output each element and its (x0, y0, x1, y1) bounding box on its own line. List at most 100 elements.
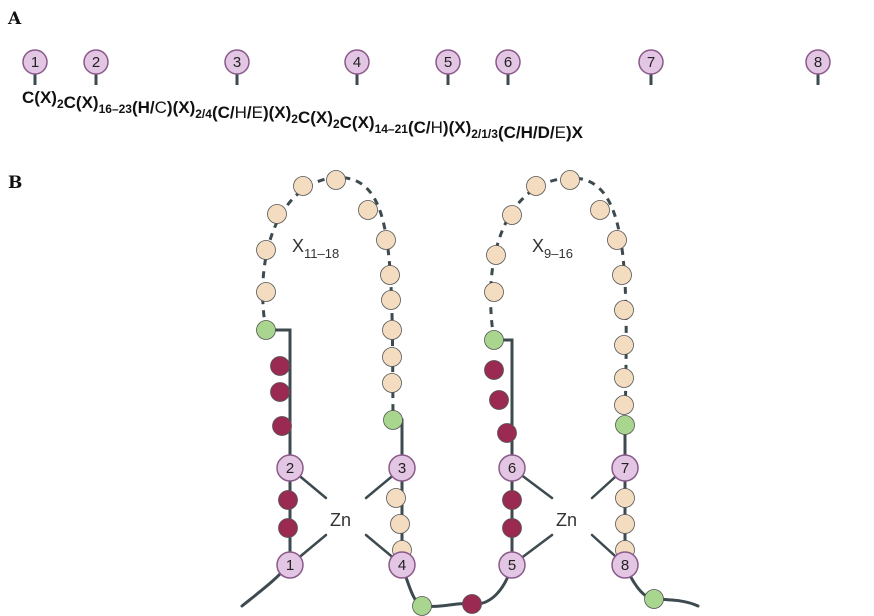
loop-residue-bead (358, 200, 378, 220)
sequence-segment: 2 (57, 97, 64, 111)
panel-label-b: B (8, 173, 22, 193)
sequence-position-circle (435, 49, 461, 75)
hydrophobic-residue-bead (489, 390, 509, 410)
helix-residue-bead (615, 514, 635, 534)
loop-residue-bead (484, 282, 504, 302)
loop-residue-bead (380, 265, 400, 285)
sequence-segment: C(X) (64, 93, 99, 112)
loop-residue-bead (376, 230, 396, 250)
loop-residue-bead (590, 200, 610, 220)
polar-residue-bead (484, 330, 504, 350)
sequence-segment: )X (566, 123, 584, 142)
hydrophobic-residue-bead (462, 594, 482, 614)
loop-residue-bead (382, 373, 402, 393)
loop-residue-bead (526, 176, 546, 196)
sequence-segment: H (235, 103, 247, 122)
ligand-site-circle (611, 551, 639, 579)
ligand-site-circle (388, 454, 416, 482)
hydrophobic-residue-bead (502, 490, 522, 510)
polar-residue-bead (383, 410, 403, 430)
ligand-site-number: 2 (286, 460, 294, 477)
sequence-segment: 2/4 (195, 107, 212, 121)
loop-residue-bead (381, 290, 401, 310)
backbone-link (400, 563, 514, 608)
loop-residue-bead (293, 176, 313, 196)
sequence-position-number: 5 (444, 54, 452, 71)
sequence-segment: )(X) (263, 103, 291, 122)
loop-residue-bead (614, 335, 634, 355)
sequence-segment: (C/ (408, 118, 431, 137)
loop-residue-bead (256, 240, 276, 260)
sequence-segment: C(X) (22, 88, 57, 107)
sequence-segment: 16–23 (99, 102, 133, 116)
sequence-segment: (C/ (212, 103, 235, 122)
sequence-segment: / (247, 103, 252, 122)
loop-residue-bead (382, 347, 402, 367)
ligand-site-circle (388, 551, 416, 579)
sequence-position-circle (495, 49, 521, 75)
sequence-segment: )(X) (443, 118, 471, 137)
ligand-site-number: 6 (508, 460, 516, 477)
loop-residue-bead (486, 245, 506, 265)
ligand-site-circle (276, 551, 304, 579)
sequence-position-number: 4 (353, 54, 361, 71)
hydrophobic-residue-bead (270, 356, 290, 376)
hydrophobic-residue-bead (278, 490, 298, 510)
ligand-site-number: 5 (508, 557, 516, 574)
sequence-segment: (C/H/D/ (498, 123, 555, 142)
loop-residue-bead (614, 300, 634, 320)
panel-label-a: A (7, 9, 22, 29)
sequence-segment: E (555, 123, 566, 142)
hydrophobic-residue-bead (270, 382, 290, 402)
sequence-position-circle (224, 49, 250, 75)
sequence-position-number: 2 (92, 54, 100, 71)
polar-residue-bead (256, 320, 276, 340)
ligand-site-circle (498, 454, 526, 482)
loop-residue-bead (326, 170, 346, 190)
sequence-position-number: 1 (31, 54, 39, 71)
ligand-site-circle (498, 551, 526, 579)
sequence-position-number: 7 (647, 54, 655, 71)
loop-residue-bead (560, 170, 580, 190)
helix-residue-bead (386, 488, 406, 508)
sequence-position-circle (83, 49, 109, 75)
ligand-site-number: 1 (286, 557, 294, 574)
sequence-position-number: 3 (233, 54, 241, 71)
hydrophobic-residue-bead (497, 423, 517, 443)
loop-residue-bead (607, 230, 627, 250)
sequence-segment: 2/1/3 (471, 127, 498, 141)
loop-residue-bead (267, 204, 287, 224)
polar-residue-bead (644, 589, 664, 609)
ligand-site-circle (276, 454, 304, 482)
sequence-position-circle (805, 49, 831, 75)
sequence-segment: (H/ (132, 98, 155, 117)
hydrophobic-residue-bead (278, 518, 298, 538)
ligand-site-number: 7 (621, 460, 629, 477)
helix-residue-bead (390, 514, 410, 534)
loop-label-2: X9–16 (532, 236, 573, 261)
loop-residue-bead (614, 395, 634, 415)
zinc-label-1: Zn (330, 510, 351, 530)
residue-beads (256, 170, 664, 616)
sequence-segment: 2 (333, 117, 340, 131)
loop-residue-bead (614, 368, 634, 388)
zinc-label-2: Zn (556, 510, 577, 530)
sequence-position-number: 6 (504, 54, 512, 71)
sequence-position-circle (638, 49, 664, 75)
hydrophobic-residue-bead (502, 518, 522, 538)
ligand-site-circle (611, 454, 639, 482)
loop-residue-bead (612, 265, 632, 285)
polar-residue-bead (615, 415, 635, 435)
helix-residue-bead (615, 488, 635, 508)
loop-residue-bead (502, 205, 522, 225)
hydrophobic-residue-bead (272, 416, 292, 436)
sequence-segment: 2 (291, 112, 298, 126)
sequence-segment: E (252, 103, 263, 122)
ligand-site-number: 8 (621, 557, 629, 574)
sequence-segment: C(X) (340, 113, 375, 132)
